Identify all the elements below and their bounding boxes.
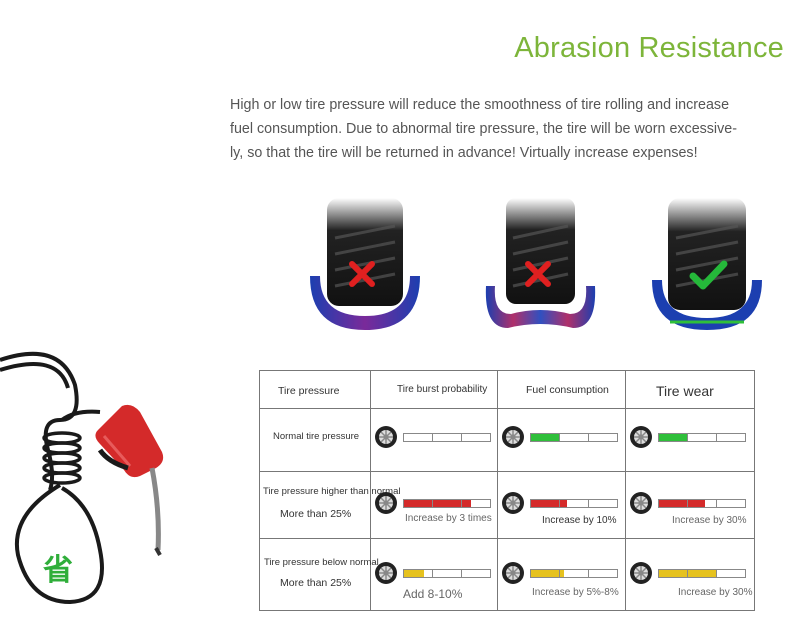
level-bar-fill	[659, 500, 705, 507]
level-bar-tick	[687, 500, 689, 507]
wear-gauge-cell: Increase by 30%	[625, 538, 755, 611]
cross-icon	[525, 261, 551, 287]
header-tire-pressure: Tire pressure	[278, 385, 340, 397]
gauge-note: Increase by 30%	[672, 515, 747, 526]
row-label: Tire pressure below normal	[264, 557, 379, 568]
wear-gauge-cell	[625, 408, 755, 472]
logo-badge: 省	[43, 553, 73, 588]
level-bar-tick	[715, 500, 717, 507]
level-bar-tick	[559, 500, 561, 507]
table-header-row: Tire pressure Tire burst probability Fue…	[259, 370, 755, 409]
level-bar	[658, 499, 746, 508]
level-bar-tick	[587, 434, 589, 441]
level-bar	[403, 499, 491, 508]
level-bar-fill	[531, 570, 564, 577]
description-line: High or low tire pressure will reduce th…	[230, 97, 730, 113]
level-bar-fill	[531, 500, 568, 507]
wheel-icon	[629, 491, 653, 515]
level-bar	[530, 433, 618, 442]
header-burst-probability: Tire burst probability	[397, 384, 488, 395]
level-bar-tick	[432, 570, 434, 577]
burst-gauge-cell: Increase by 3 times	[370, 471, 498, 539]
level-bar	[530, 569, 618, 578]
page-title: Abrasion Resistance	[514, 32, 784, 64]
level-bar-tick	[432, 500, 434, 507]
fuel-nozzle-icon	[0, 351, 164, 605]
level-bar	[658, 433, 746, 442]
level-bar-tick	[460, 434, 462, 441]
burst-gauge-cell: Add 8-10%	[370, 538, 498, 611]
level-bar-fill	[404, 570, 424, 577]
wheel-icon	[374, 491, 398, 515]
gauge-note: Increase by 3 times	[405, 513, 492, 524]
wheel-icon	[501, 425, 525, 449]
level-bar-tick	[559, 570, 561, 577]
wheel-icon	[501, 491, 525, 515]
wear-gauge-cell: Increase by 30%	[625, 471, 755, 539]
tire-overinflated-illustration	[310, 198, 420, 330]
level-bar	[530, 499, 618, 508]
table-row: Tire pressure below normal More than 25%…	[259, 538, 755, 611]
level-bar-tick	[559, 434, 561, 441]
row-label: Tire pressure higher than normal	[263, 486, 401, 497]
level-bar	[403, 569, 491, 578]
level-bar-fill	[659, 434, 688, 441]
burst-gauge-cell	[370, 408, 498, 472]
level-bar-tick	[432, 434, 434, 441]
wheel-icon	[374, 425, 398, 449]
cross-icon	[349, 261, 375, 287]
table-row: Normal tire pressure	[259, 408, 755, 472]
wheel-icon	[501, 561, 525, 585]
level-bar	[658, 569, 746, 578]
wheel-icon	[629, 561, 653, 585]
level-bar-fill	[531, 434, 560, 441]
level-bar-fill	[404, 500, 472, 507]
gauge-note: Add 8-10%	[403, 587, 463, 601]
comparison-table: Tire pressure Tire burst probability Fue…	[259, 370, 755, 611]
gauge-note: Increase by 5%-8%	[532, 587, 619, 598]
level-bar-tick	[587, 570, 589, 577]
fuel-gauge-cell: Increase by 10%	[497, 471, 626, 539]
description: High or low tire pressure will reduce th…	[230, 93, 755, 165]
fuel-gauge-cell	[497, 408, 626, 472]
row-sublabel: More than 25%	[280, 577, 352, 589]
fuel-gauge-cell: Increase by 5%-8%	[497, 538, 626, 611]
level-bar-tick	[587, 500, 589, 507]
table-row: Tire pressure higher than normal More th…	[259, 471, 755, 539]
gauge-note: Increase by 30%	[678, 587, 753, 598]
row-label: Normal tire pressure	[273, 431, 360, 442]
level-bar-tick	[460, 500, 462, 507]
level-bar-tick	[687, 434, 689, 441]
header-fuel-consumption: Fuel consumption	[526, 384, 609, 396]
level-bar-tick	[687, 570, 689, 577]
level-bar-tick	[460, 570, 462, 577]
level-bar-tick	[715, 434, 717, 441]
level-bar	[403, 433, 491, 442]
wheel-icon	[629, 425, 653, 449]
tire-underinflated-illustration	[485, 198, 596, 328]
description-line: fuel consumption. Due to abnormal tire p…	[230, 121, 737, 137]
tire-normal-illustration	[652, 198, 762, 330]
row-sublabel: More than 25%	[280, 508, 352, 520]
level-bar-tick	[715, 570, 717, 577]
header-tire-wear: Tire wear	[656, 383, 714, 399]
description-line: ly, so that the tire will be returned in…	[230, 145, 698, 161]
wheel-icon	[374, 561, 398, 585]
check-icon	[689, 260, 728, 290]
gauge-note: Increase by 10%	[542, 515, 617, 526]
